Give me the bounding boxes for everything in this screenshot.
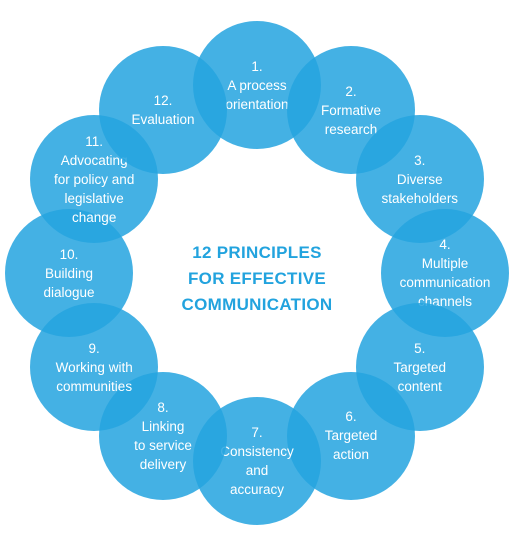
principle-number: 7.: [251, 425, 263, 440]
principle-label: Working with communities: [55, 359, 133, 394]
principle-number: 1.: [251, 58, 263, 74]
principle-circle-6: 6. Targeted action: [287, 371, 415, 500]
principle-label: Linking to service delivery: [134, 418, 192, 472]
principle-label: Diverse stakeholders: [381, 171, 459, 206]
diagram-title: 12 PRINCIPLES FOR EFFECTIVE COMMUNICATIO…: [140, 240, 374, 318]
principle-number: 9.: [88, 340, 100, 356]
title-line-1: 12 PRINCIPLES: [192, 243, 322, 262]
principle-label: Evaluation: [131, 112, 195, 128]
principle-number: 4.: [439, 237, 451, 252]
principle-label: Multiple communication channels: [399, 256, 491, 309]
title-line-2: FOR EFFECTIVE: [187, 269, 326, 288]
principle-label: Formative research: [320, 102, 381, 137]
principle-number: 6.: [345, 409, 357, 425]
principle-number: 11.: [85, 133, 104, 149]
principle-circle-12: 12. Evaluation: [99, 46, 227, 175]
principle-label: Targeted content: [393, 359, 447, 394]
principle-label: Targeted action: [324, 428, 378, 463]
principle-number: 2.: [345, 83, 357, 99]
title-line-3: COMMUNICATION: [181, 295, 333, 314]
principle-label: A process orientation: [225, 77, 289, 112]
principle-number: 8.: [157, 399, 169, 415]
principle-number: 12.: [153, 93, 173, 109]
principle-number: 5.: [414, 340, 426, 356]
principle-label: Advocating for policy and legislative ch…: [54, 152, 135, 225]
principle-label: Consistency and accuracy: [220, 444, 294, 497]
principle-number: 3.: [414, 152, 426, 168]
principle-circle-11: 11. Advocating for policy and legislative…: [30, 115, 159, 243]
principle-number: 10.: [59, 246, 79, 262]
principle-label: Building dialogue: [43, 265, 95, 300]
